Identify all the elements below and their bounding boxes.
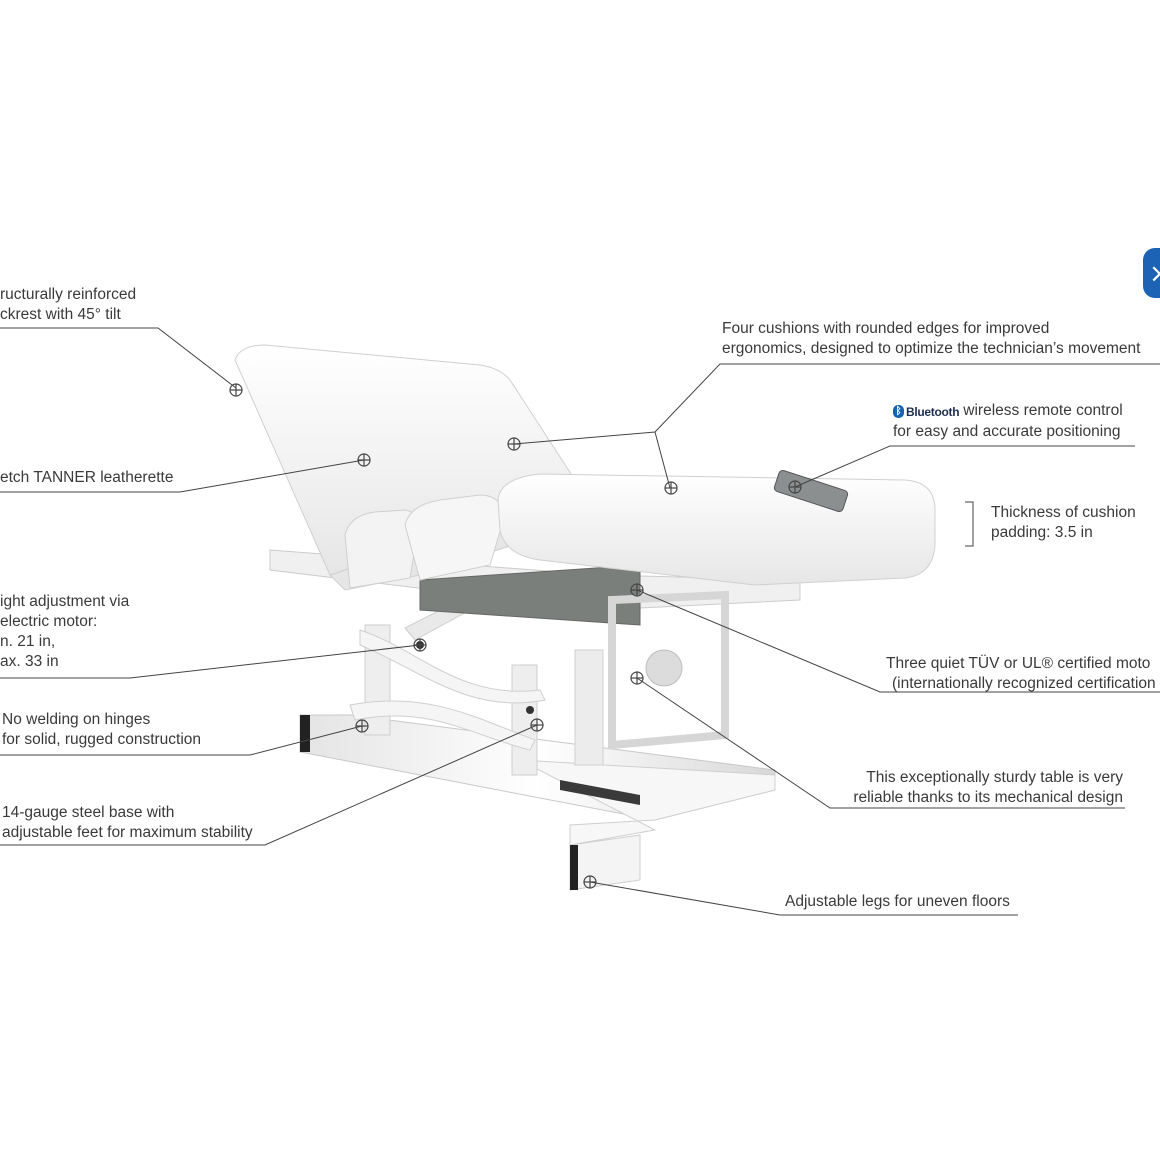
callout-motors: Three quiet TÜV or UL® certified moto (i… bbox=[886, 654, 1156, 694]
marker-icon bbox=[229, 383, 243, 397]
callout-line: adjustable feet for maximum stability bbox=[2, 824, 253, 841]
callout-line: 14-gauge steel base with bbox=[2, 804, 175, 821]
leader-sturdy bbox=[636, 677, 1125, 809]
callout-sturdy-design: This exceptionally sturdy table is very … bbox=[843, 768, 1123, 808]
callout-cushions: Four cushions with rounded edges for imp… bbox=[722, 319, 1140, 359]
callout-line: This exceptionally sturdy table is very bbox=[866, 769, 1123, 786]
leader-remote bbox=[794, 445, 1135, 488]
callout-line: etch TANNER leatherette bbox=[0, 469, 174, 486]
callout-markers bbox=[229, 383, 802, 889]
callout-hinges: No welding on hinges for solid, rugged c… bbox=[2, 710, 201, 750]
leader-base bbox=[0, 724, 538, 846]
leader-legs bbox=[589, 881, 1018, 916]
leader-hinges bbox=[0, 725, 363, 756]
marker-icon bbox=[664, 481, 678, 495]
callout-leatherette: etch TANNER leatherette bbox=[0, 468, 173, 488]
marker-icon bbox=[630, 671, 644, 685]
callout-line: No welding on hinges bbox=[2, 711, 151, 728]
marker-icon bbox=[507, 437, 521, 451]
callout-line: Four cushions with rounded edges for imp… bbox=[722, 320, 1050, 337]
marker-icon bbox=[583, 875, 597, 889]
thickness-bracket bbox=[965, 501, 974, 547]
callout-text: wireless remote control bbox=[963, 402, 1123, 419]
callout-line: for solid, rugged construction bbox=[2, 731, 202, 748]
callout-line: Thickness of cushion bbox=[991, 504, 1136, 521]
callout-line: ergonomics, designed to optimize the tec… bbox=[722, 340, 1141, 357]
leader-lines bbox=[0, 327, 1160, 916]
leader-cushions bbox=[513, 363, 1160, 445]
leader-motors bbox=[636, 589, 1160, 693]
cushions bbox=[234, 344, 936, 591]
callout-line: (internationally recognized certificatio… bbox=[892, 675, 1156, 692]
marker-icon bbox=[357, 453, 371, 467]
bluetooth-badge-icon: ⨯ bbox=[1143, 248, 1160, 298]
bluetooth-logo-text: Bluetooth bbox=[906, 404, 960, 419]
bluetooth-icon: ᛒ bbox=[893, 405, 904, 418]
marker-icon bbox=[788, 480, 802, 494]
callout-line: ructurally reinforced bbox=[0, 286, 137, 303]
marker-icon bbox=[355, 719, 369, 733]
marker-icon bbox=[413, 638, 427, 652]
callout-line: electric motor: bbox=[0, 613, 98, 630]
leader-backrest bbox=[0, 327, 237, 389]
callout-line: Three quiet TÜV or UL® certified moto bbox=[886, 655, 1151, 672]
callout-line: reliable thanks to its mechanical design bbox=[853, 789, 1123, 806]
lift-mechanism bbox=[349, 599, 604, 776]
callout-line: ckrest with 45° tilt bbox=[0, 306, 121, 323]
marker-icon bbox=[530, 718, 544, 732]
callout-thickness: Thickness of cushion padding: 3.5 in bbox=[991, 503, 1136, 543]
leader-cushions-2 bbox=[654, 431, 671, 489]
marker-icon bbox=[630, 583, 644, 597]
callout-line: ax. 33 in bbox=[0, 653, 59, 670]
callout-line: ight adjustment via bbox=[0, 593, 130, 610]
callout-height-adjustment: ight adjustment via electric motor: n. 2… bbox=[0, 592, 129, 672]
callout-line: n. 21 in, bbox=[0, 633, 56, 650]
callout-steel-base: 14-gauge steel base with adjustable feet… bbox=[2, 803, 253, 843]
callout-line: for easy and accurate positioning bbox=[893, 422, 1121, 440]
callout-line: padding: 3.5 in bbox=[991, 524, 1093, 541]
callout-backrest: ructurally reinforced ckrest with 45° ti… bbox=[0, 285, 136, 325]
leader-height bbox=[0, 644, 421, 679]
callout-line: Adjustable legs for uneven floors bbox=[785, 893, 1010, 910]
leader-leatherette bbox=[0, 459, 365, 493]
callout-adjustable-legs: Adjustable legs for uneven floors bbox=[785, 892, 1010, 912]
